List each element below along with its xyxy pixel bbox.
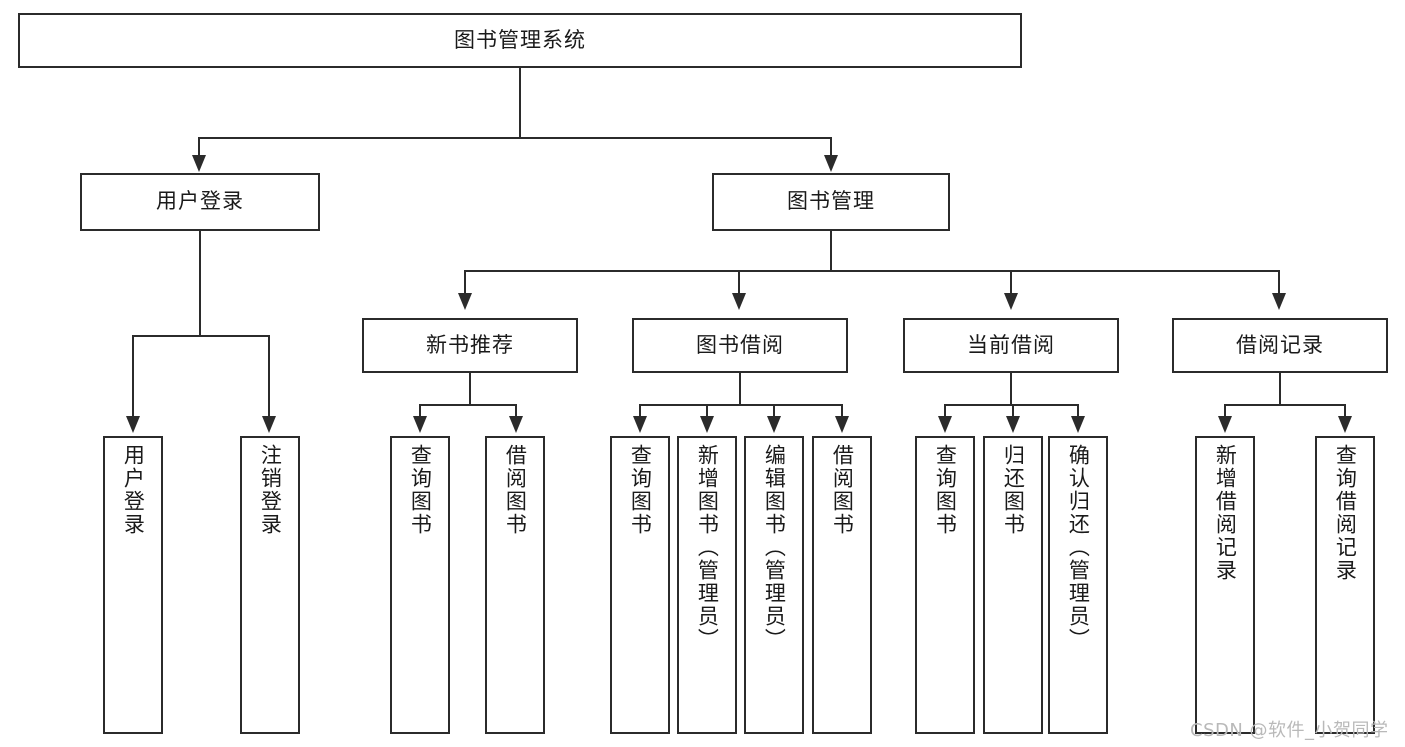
node-label: 图书管理 — [787, 189, 875, 214]
edge-new-book-leaf2 — [515, 404, 517, 418]
node-label: 图书借阅 — [696, 332, 784, 357]
edge-to-book-manage — [830, 137, 832, 157]
edge-borrow-records-leaf1 — [1224, 404, 1226, 418]
leaf-book-borrow-2[interactable]: 编辑图书（管理员） — [744, 436, 804, 734]
node-label: 图书管理系统 — [454, 27, 586, 52]
node-label: 新书推荐 — [426, 332, 514, 357]
arrowhead-book-borrow-leaf3 — [767, 416, 781, 433]
leaf-user-login-0[interactable]: 用户登录 — [103, 436, 163, 734]
edge-root-stem — [519, 68, 521, 138]
node-label: 编辑图书（管理员） — [762, 444, 787, 651]
edge-current-borrow-leaf2 — [1012, 404, 1014, 418]
edge-to-user-login — [198, 137, 200, 157]
arrowhead-current-borrow-leaf3 — [1071, 416, 1085, 433]
arrowhead-borrow-records-leaf1 — [1218, 416, 1232, 433]
edge-to-current-borrow — [1010, 270, 1012, 295]
edge-new-book-stem — [469, 373, 471, 405]
edge-user-login-stem — [199, 231, 201, 336]
edge-to-borrow-records — [1278, 270, 1280, 295]
edge-book-borrow-bus — [639, 404, 843, 406]
node-label: 归还图书 — [1001, 444, 1026, 536]
arrowhead-user-login-leaf2 — [262, 416, 276, 433]
leaf-user-login-1[interactable]: 注销登录 — [240, 436, 300, 734]
node-borrow-records[interactable]: 借阅记录 — [1172, 318, 1388, 373]
node-current-borrow[interactable]: 当前借阅 — [903, 318, 1119, 373]
arrowhead-borrow-records-leaf2 — [1338, 416, 1352, 433]
edge-borrow-records-bus — [1224, 404, 1346, 406]
arrowhead-new-book — [458, 293, 472, 310]
edge-book-borrow-leaf4 — [841, 404, 843, 418]
leaf-book-borrow-1[interactable]: 新增图书（管理员） — [677, 436, 737, 734]
edge-borrow-records-stem — [1279, 373, 1281, 405]
node-new-book-recommend[interactable]: 新书推荐 — [362, 318, 578, 373]
leaf-current-borrow-1[interactable]: 归还图书 — [983, 436, 1043, 734]
node-label: 新增图书（管理员） — [695, 444, 720, 651]
arrowhead-book-borrow-leaf4 — [835, 416, 849, 433]
edge-current-borrow-stem — [1010, 373, 1012, 405]
watermark-text: CSDN @软件_小贺同学 — [1190, 720, 1389, 741]
leaf-borrow-records-1[interactable]: 查询借阅记录 — [1315, 436, 1375, 734]
arrowhead-borrow-records — [1272, 293, 1286, 310]
node-label: 查询借阅记录 — [1333, 444, 1358, 582]
edge-to-new-book — [464, 270, 466, 295]
node-label: 用户登录 — [121, 444, 146, 536]
arrowhead-book-borrow-leaf2 — [700, 416, 714, 433]
node-label: 查询图书 — [628, 444, 653, 536]
edge-user-login-bus — [132, 335, 268, 337]
edge-current-borrow-leaf3 — [1077, 404, 1079, 418]
arrowhead-book-manage — [824, 155, 838, 172]
node-label: 借阅记录 — [1236, 332, 1324, 357]
leaf-current-borrow-2[interactable]: 确认归还（管理员） — [1048, 436, 1108, 734]
leaf-book-borrow-0[interactable]: 查询图书 — [610, 436, 670, 734]
edge-book-borrow-leaf1 — [639, 404, 641, 418]
node-book-manage[interactable]: 图书管理 — [712, 173, 950, 231]
edge-level2-bus — [198, 137, 832, 139]
edge-current-borrow-leaf1 — [944, 404, 946, 418]
node-label: 确认归还（管理员） — [1066, 444, 1091, 651]
node-label: 用户登录 — [156, 189, 244, 214]
edge-current-borrow-bus — [944, 404, 1079, 406]
arrowhead-book-borrow — [732, 293, 746, 310]
arrowhead-current-borrow-leaf2 — [1006, 416, 1020, 433]
arrowhead-current-borrow-leaf1 — [938, 416, 952, 433]
leaf-new-book-1[interactable]: 借阅图书 — [485, 436, 545, 734]
leaf-new-book-0[interactable]: 查询图书 — [390, 436, 450, 734]
node-book-borrow[interactable]: 图书借阅 — [632, 318, 848, 373]
arrowhead-new-book-leaf2 — [509, 416, 523, 433]
edge-user-login-leaf1 — [132, 335, 134, 418]
edge-new-book-leaf1 — [419, 404, 421, 418]
edge-book-borrow-stem — [739, 373, 741, 405]
edge-borrow-records-leaf2 — [1344, 404, 1346, 418]
node-label: 注销登录 — [258, 444, 283, 536]
leaf-borrow-records-0[interactable]: 新增借阅记录 — [1195, 436, 1255, 734]
arrowhead-user-login — [192, 155, 206, 172]
edge-user-login-leaf2 — [268, 335, 270, 418]
edge-book-borrow-leaf3 — [773, 404, 775, 418]
node-label: 新增借阅记录 — [1213, 444, 1238, 582]
leaf-current-borrow-0[interactable]: 查询图书 — [915, 436, 975, 734]
edge-new-book-bus — [419, 404, 517, 406]
arrowhead-current-borrow — [1004, 293, 1018, 310]
edge-level3-bus — [464, 270, 1280, 272]
arrowhead-user-login-leaf1 — [126, 416, 140, 433]
edge-book-borrow-leaf2 — [706, 404, 708, 418]
node-label: 借阅图书 — [503, 444, 528, 536]
edge-book-manage-stem — [830, 231, 832, 271]
node-label: 当前借阅 — [967, 332, 1055, 357]
node-label: 借阅图书 — [830, 444, 855, 536]
arrowhead-new-book-leaf1 — [413, 416, 427, 433]
node-label: 查询图书 — [408, 444, 433, 536]
leaf-book-borrow-3[interactable]: 借阅图书 — [812, 436, 872, 734]
node-label: 查询图书 — [933, 444, 958, 536]
edge-to-book-borrow — [738, 270, 740, 295]
arrowhead-book-borrow-leaf1 — [633, 416, 647, 433]
node-root-system[interactable]: 图书管理系统 — [18, 13, 1022, 68]
node-user-login[interactable]: 用户登录 — [80, 173, 320, 231]
